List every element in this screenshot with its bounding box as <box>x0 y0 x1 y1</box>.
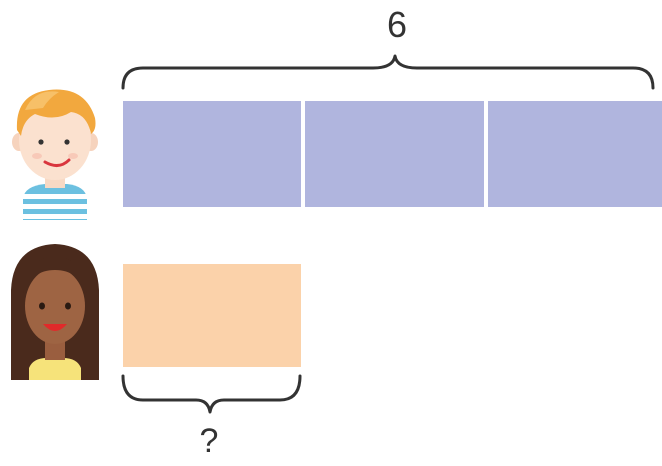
boy-avatar <box>12 89 98 220</box>
girl-avatar <box>11 244 99 380</box>
top-bar-segment-2 <box>305 101 484 207</box>
bottom-bar-segment <box>123 264 301 367</box>
total-label: 6 <box>386 4 408 45</box>
bottom-brace <box>121 374 302 414</box>
unknown-label: ? <box>199 422 219 460</box>
top-bar-segment-3 <box>488 101 662 207</box>
top-brace <box>121 54 655 90</box>
top-bar-segment-1 <box>123 101 301 207</box>
